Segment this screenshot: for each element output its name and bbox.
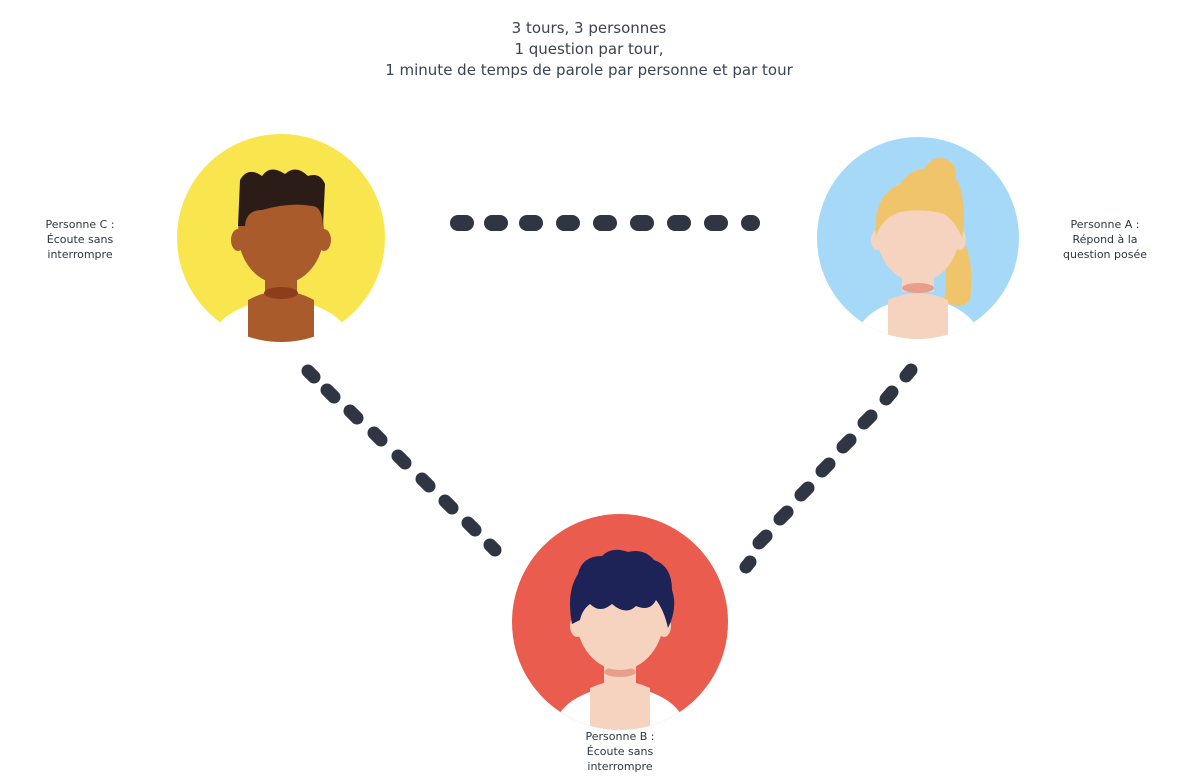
caption-c-line-3: interrompre (47, 248, 113, 261)
caption-person-a: Personne A : Répond à la question posée (1045, 217, 1165, 262)
caption-c-line-1: Personne C : (45, 218, 115, 231)
caption-person-b: Personne B : Écoute sans interrompre (560, 729, 680, 774)
title-line-2: 1 question par tour, (514, 40, 664, 58)
caption-b-line-3: interrompre (587, 760, 653, 773)
avatar-person-a (817, 137, 1019, 339)
connector-c-b (301, 364, 502, 557)
caption-b-line-2: Écoute sans (586, 745, 654, 758)
caption-a-line-3: question posée (1063, 248, 1147, 261)
caption-a-line-2: Répond à la (1072, 233, 1138, 246)
title-line-3: 1 minute de temps de parole par personne… (385, 61, 793, 79)
caption-a-line-1: Personne A : (1070, 218, 1140, 231)
diagram-title: 3 tours, 3 personnes 1 question par tour… (0, 18, 1178, 81)
title-line-1: 3 tours, 3 personnes (511, 19, 667, 37)
caption-c-line-2: Écoute sans (46, 233, 114, 246)
avatar-person-b (512, 514, 728, 730)
avatar-person-c (177, 134, 385, 342)
caption-b-line-1: Personne B : (585, 730, 655, 743)
connector-a-b (739, 363, 918, 574)
caption-person-c: Personne C : Écoute sans interrompre (20, 217, 140, 262)
